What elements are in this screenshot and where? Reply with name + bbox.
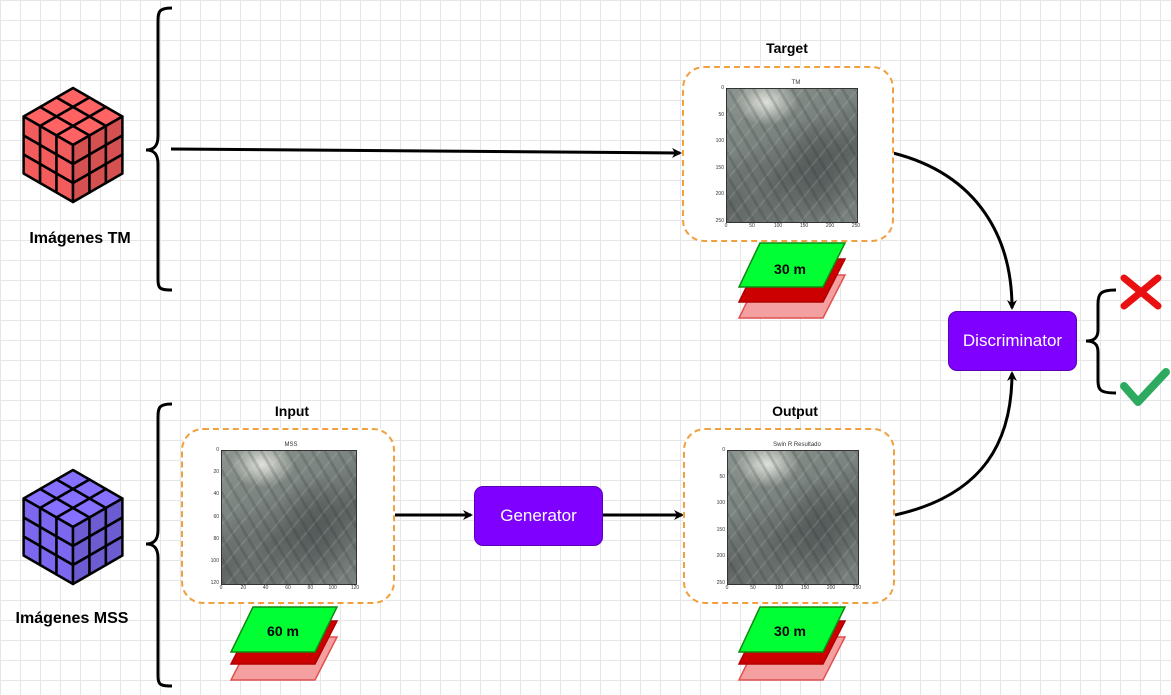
target-image bbox=[726, 88, 858, 223]
x-tick-label: 200 bbox=[826, 585, 836, 591]
y-tick-label: 200 bbox=[715, 191, 724, 198]
y-tick-label: 150 bbox=[715, 164, 724, 171]
input-resolution-badge: 60 m bbox=[267, 623, 299, 639]
input-image bbox=[221, 450, 357, 585]
arrow-tm-to-target bbox=[170, 147, 682, 158]
x-tick-label: 0 bbox=[724, 223, 728, 229]
y-tick-label: 100 bbox=[715, 138, 724, 145]
x-tick-label: 100 bbox=[328, 585, 337, 591]
x-tick-label: 100 bbox=[773, 223, 783, 229]
output-plot-title: Swin R Resultado bbox=[773, 442, 821, 448]
arrow-output-to-discriminator bbox=[894, 371, 1017, 517]
brace-decision bbox=[1085, 288, 1117, 395]
x-tick-label: 20 bbox=[240, 585, 247, 591]
y-tick-label: 100 bbox=[716, 500, 725, 507]
x-tick-label: 50 bbox=[749, 223, 755, 229]
x-tick-label: 0 bbox=[725, 585, 729, 591]
x-tick-label: 80 bbox=[307, 585, 314, 591]
x-tick-label: 250 bbox=[851, 223, 861, 229]
cross-icon bbox=[1120, 274, 1162, 310]
badge-output-layers bbox=[737, 606, 847, 681]
mss-cube-label: Imágenes MSS bbox=[15, 610, 129, 627]
input-plot-title: MSS bbox=[284, 442, 298, 448]
x-tick-label: 50 bbox=[750, 585, 756, 591]
y-tick-label: 40 bbox=[213, 491, 219, 498]
y-tick-label: 100 bbox=[210, 557, 219, 564]
y-tick-label: 20 bbox=[213, 469, 219, 476]
x-tick-label: 150 bbox=[799, 223, 809, 229]
y-tick-label: 120 bbox=[210, 580, 219, 586]
tm-cube-label: Imágenes TM bbox=[29, 230, 131, 247]
brace-tm bbox=[145, 6, 173, 292]
x-tick-label: 250 bbox=[852, 585, 862, 591]
y-tick-label: 50 bbox=[718, 111, 724, 118]
y-tick-label: 60 bbox=[213, 513, 219, 520]
output-image bbox=[727, 450, 859, 585]
discriminator-block[interactable]: Discriminator bbox=[948, 311, 1077, 371]
target-title: Target bbox=[766, 40, 808, 56]
tm-cube-icon bbox=[22, 86, 124, 204]
y-tick-label: 0 bbox=[721, 85, 724, 91]
y-tick-label: 250 bbox=[716, 580, 725, 586]
x-tick-label: 60 bbox=[285, 585, 291, 591]
x-tick-label: 150 bbox=[800, 585, 810, 591]
check-icon bbox=[1120, 368, 1170, 406]
input-title: Input bbox=[274, 403, 310, 419]
brace-mss bbox=[145, 402, 173, 688]
x-tick-label: 40 bbox=[262, 585, 269, 591]
y-tick-label: 80 bbox=[213, 535, 219, 542]
target-resolution-badge: 30 m bbox=[774, 261, 806, 277]
y-tick-label: 150 bbox=[716, 526, 725, 533]
badge-input-layers bbox=[229, 606, 339, 681]
target-plot-title: TM bbox=[791, 80, 801, 86]
output-title: Output bbox=[772, 403, 818, 419]
y-tick-label: 0 bbox=[722, 447, 725, 453]
x-tick-label: 200 bbox=[825, 223, 835, 229]
y-tick-label: 200 bbox=[716, 553, 725, 560]
y-tick-label: 250 bbox=[715, 218, 724, 224]
x-tick-label: 0 bbox=[219, 585, 223, 591]
badge-target-layers bbox=[737, 242, 847, 319]
x-tick-label: 100 bbox=[774, 585, 784, 591]
x-tick-label: 120 bbox=[350, 585, 360, 591]
y-tick-label: 0 bbox=[216, 447, 219, 453]
generator-block[interactable]: Generator bbox=[474, 486, 603, 546]
y-tick-label: 50 bbox=[719, 473, 725, 480]
mss-cube-icon bbox=[22, 468, 124, 586]
output-resolution-badge: 30 m bbox=[774, 623, 806, 639]
arrow-target-to-discriminator bbox=[892, 151, 1017, 310]
